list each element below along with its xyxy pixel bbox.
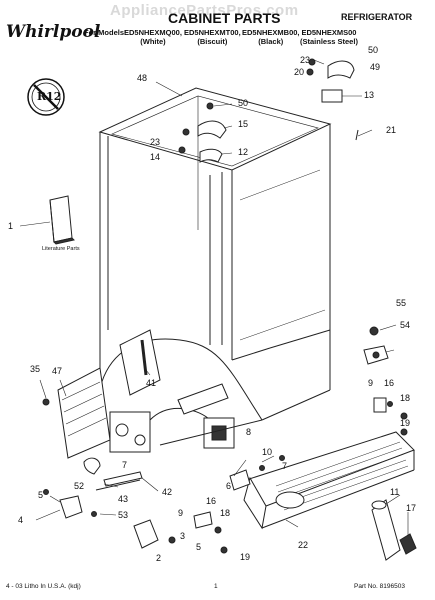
model-color: (Stainless Steel) (300, 37, 358, 46)
foam-duct (119, 329, 161, 396)
callout-42: 42 (162, 487, 173, 497)
callout-18: 18 (400, 393, 411, 403)
callout-16: 16 (206, 496, 217, 506)
callout-19: 19 (240, 552, 251, 562)
water-tube (371, 499, 417, 561)
callout-10: 10 (262, 447, 273, 457)
model-color: (Black) (258, 37, 284, 46)
page-title: CABINET PARTS (168, 10, 281, 26)
appliance-type: REFRIGERATOR (341, 12, 413, 22)
callout-53: 53 (118, 510, 129, 520)
callout-3: 3 (180, 531, 186, 541)
callout-4: 4 (18, 515, 24, 525)
callout-43: 43 (118, 494, 129, 504)
toe-grille (243, 431, 415, 530)
leveling-bracket (373, 397, 408, 436)
callout-23: 23 (300, 55, 311, 65)
callout-21: 21 (386, 125, 397, 135)
callout-9: 9 (178, 508, 184, 518)
watermark: AppliancePartsPros.com (110, 2, 299, 19)
callout-2: 2 (156, 553, 162, 563)
model-column: ED5NHEXMB00, (Black) (242, 28, 300, 46)
callout-18: 18 (220, 508, 231, 518)
callout-6: 6 (226, 481, 232, 491)
model-number: ED5NHEXMB00, (242, 28, 300, 37)
callout-47: 47 (52, 366, 63, 376)
model-color: (White) (140, 37, 166, 46)
r12-badge-text: R12 (37, 90, 62, 103)
literature-booklet (49, 195, 75, 245)
machine-compartment (57, 338, 263, 459)
callout-5: 5 (38, 490, 44, 500)
model-column: ED5NHEXMT00, (Biscuit) (184, 28, 241, 46)
literature-label: Literature Parts (42, 246, 80, 252)
callout-5: 5 (196, 542, 202, 552)
callout-54: 54 (400, 320, 411, 330)
leader-lines (19, 59, 409, 536)
callout-16: 16 (384, 378, 395, 388)
callout-7: 7 (282, 461, 288, 471)
callout-13: 13 (364, 90, 375, 100)
callout-23: 23 (150, 137, 161, 147)
model-number: ED5NHEXMT00, (184, 28, 241, 37)
callout-49: 49 (370, 62, 381, 72)
callout-9: 9 (368, 378, 374, 388)
callout-22: 22 (298, 540, 309, 550)
callout-7: 7 (122, 460, 128, 470)
callout-50: 50 (238, 98, 249, 108)
for-models-label: For Models: (84, 28, 127, 37)
callout-8: 8 (246, 427, 252, 437)
callout-11: 11 (390, 487, 400, 497)
r12-badge (27, 78, 65, 116)
print-info: 4 - 03 Litho In U.S.A. (kdj) (6, 583, 81, 590)
model-number: ED5NHEXMS00 (301, 28, 357, 37)
model-column: ED5NHEXMS00 (Stainless Steel) (300, 28, 358, 46)
model-column: ED5NHEXMQ00, (White) (124, 28, 182, 46)
callout-19: 19 (400, 418, 411, 428)
top-hinge-assembly (178, 58, 359, 163)
callout-48: 48 (137, 73, 148, 83)
roller-assembly (363, 326, 389, 365)
callout-14: 14 (150, 152, 161, 162)
callout-12: 12 (238, 147, 249, 157)
part-number: Part No. 8196503 (354, 583, 405, 590)
callout-50: 50 (368, 45, 379, 55)
callout-17: 17 (406, 503, 417, 513)
brand-logo: Whirlpool (6, 22, 101, 42)
callout-35: 35 (30, 364, 41, 374)
callout-20: 20 (294, 67, 305, 77)
page-number: 1 (214, 583, 218, 590)
callout-55: 55 (396, 298, 407, 308)
callout-41: 41 (146, 378, 157, 388)
callout-15: 15 (238, 119, 249, 129)
model-number: ED5NHEXMQ00, (124, 28, 182, 37)
callout-1: 1 (8, 221, 14, 231)
model-color: (Biscuit) (197, 37, 228, 46)
callout-52: 52 (74, 481, 85, 491)
